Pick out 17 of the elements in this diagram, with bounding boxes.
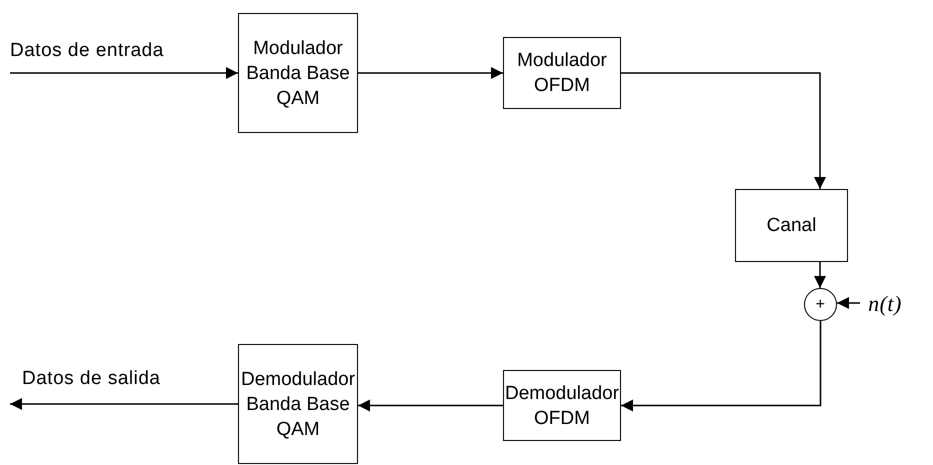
process-box: Demodulador Banda Base QAM	[238, 344, 358, 464]
edge-label: Datos de entrada	[10, 40, 164, 62]
arrow	[358, 67, 503, 79]
arrow	[621, 72, 826, 189]
arrow	[10, 398, 238, 410]
summing-junction: +	[804, 288, 837, 321]
arrow	[358, 400, 503, 412]
arrow	[10, 67, 238, 79]
arrow	[814, 262, 826, 288]
arrow	[837, 297, 860, 309]
process-box: Modulador Banda Base QAM	[238, 13, 358, 133]
signal-label: n(t)	[860, 288, 910, 318]
process-box: Demodulador OFDM	[503, 370, 621, 441]
process-box: Canal	[735, 189, 848, 262]
edge-label: Datos de salida	[22, 368, 160, 390]
arrow	[621, 321, 822, 412]
process-box: Modulador OFDM	[503, 37, 621, 109]
